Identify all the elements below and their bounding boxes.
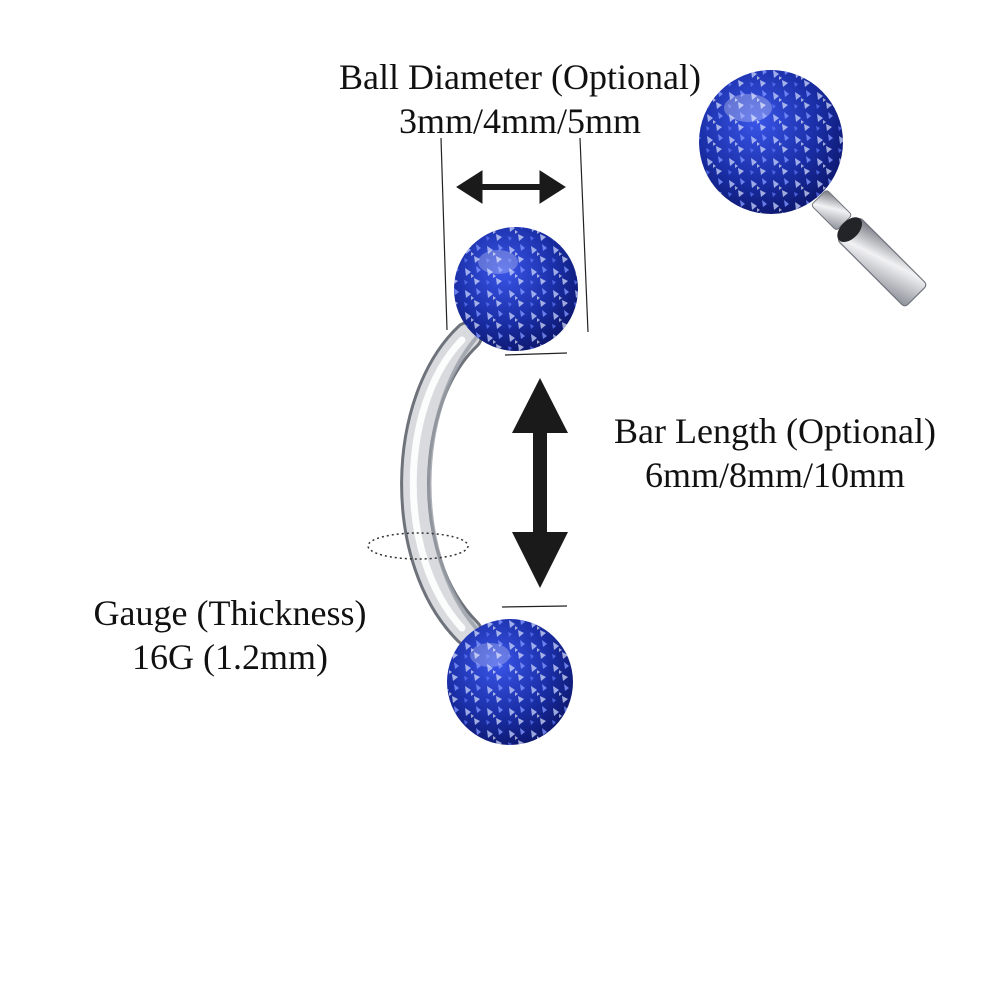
bar-length-arrow [512,378,568,588]
bar-length-title: Bar Length (Optional) [614,411,936,451]
bar-length-guides [501,352,568,608]
gauge-label: Gauge (Thickness) 16G (1.2mm) [60,591,400,679]
top-crystal-ball [454,227,578,351]
ball-diameter-label: Ball Diameter (Optional) 3mm/4mm/5mm [300,55,740,143]
inset-ball-detail [699,70,927,307]
curved-bar [400,321,483,647]
gauge-title: Gauge (Thickness) [93,593,367,633]
ball-diameter-guides [440,137,589,333]
ball-diameter-arrow [456,170,566,204]
ball-diameter-options: 3mm/4mm/5mm [398,101,641,141]
ball-diameter-title: Ball Diameter (Optional) [339,57,701,97]
gauge-value: 16G (1.2mm) [132,637,328,677]
bar-length-options: 6mm/8mm/10mm [644,455,905,495]
bottom-crystal-ball [447,619,573,745]
gauge-indicator-ellipse [367,532,469,560]
bar-length-label: Bar Length (Optional) 6mm/8mm/10mm [580,409,970,497]
